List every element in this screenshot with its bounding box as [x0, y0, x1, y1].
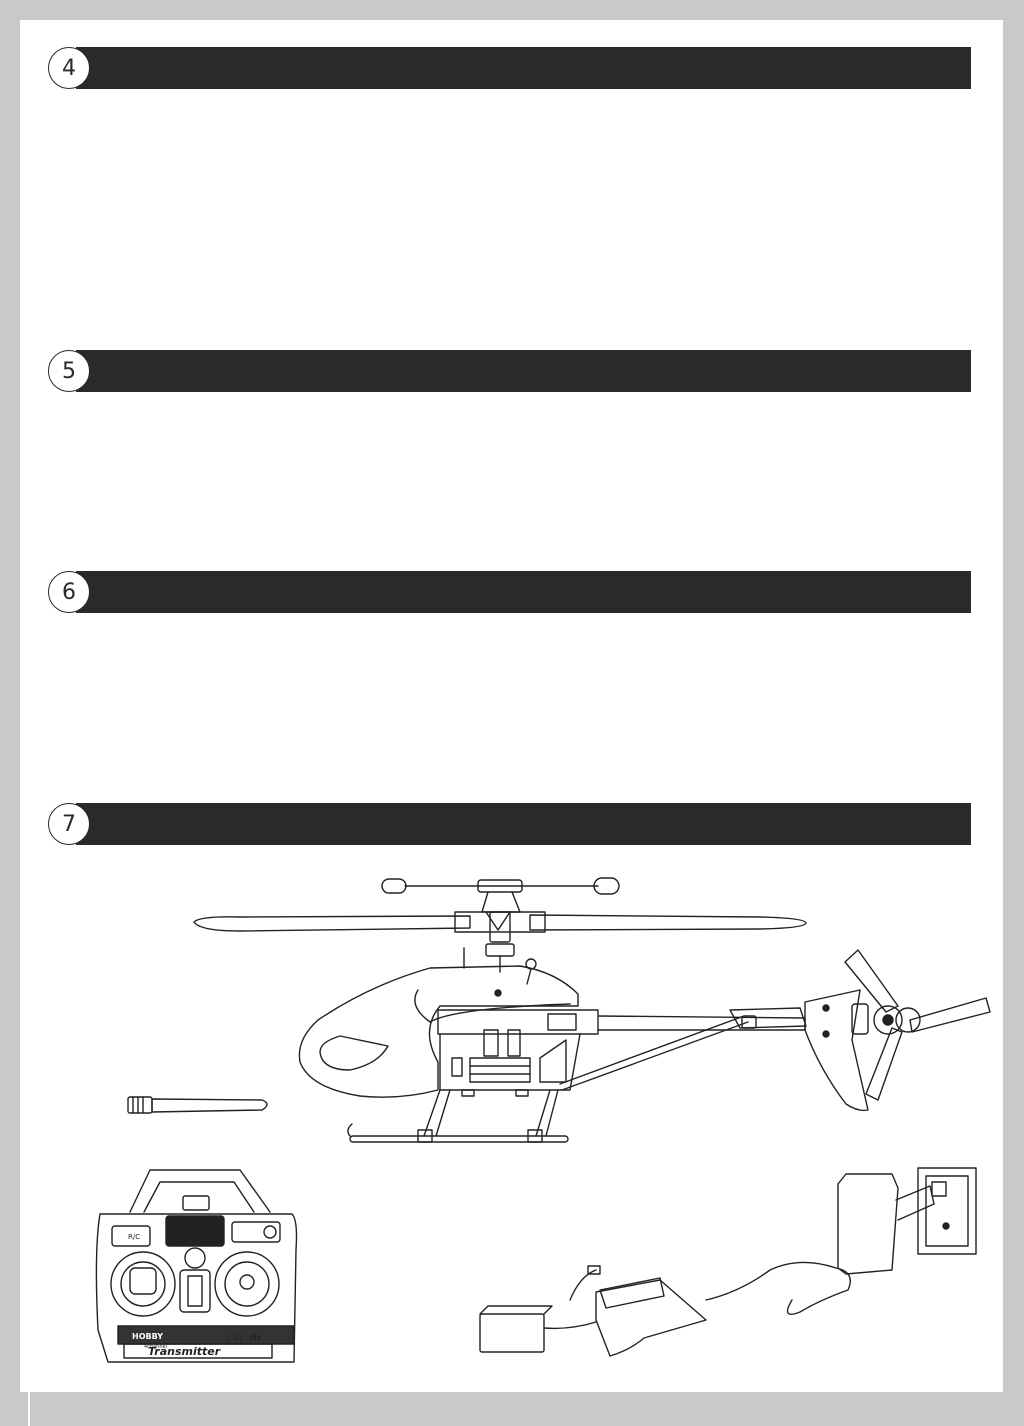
antenna-illustration: [127, 1096, 268, 1114]
transmitter-name-label: Transmitter: [148, 1345, 221, 1358]
section-number-6: 6: [48, 571, 90, 613]
page-footer-strip: [28, 1392, 1005, 1426]
transmitter-rc-label: R/C: [128, 1233, 140, 1241]
section-header-4: 4: [48, 47, 971, 89]
transmitter-illustration: [95, 1169, 298, 1363]
transmitter-brand-label: HOBBY: [132, 1332, 163, 1341]
section-header-6: 6: [48, 571, 971, 613]
helicopter-illustration: [193, 877, 991, 1143]
section-number-7: 7: [48, 803, 90, 845]
section-number-4: 4: [48, 47, 90, 89]
section-bar-7: [76, 803, 971, 845]
manual-page: [20, 20, 1003, 1392]
charger-illustration: [479, 1167, 977, 1357]
transmitter-band-label: 2.4G: [226, 1334, 243, 1342]
section-bar-5: [76, 350, 971, 392]
section-number-5: 5: [48, 350, 90, 392]
section-bar-4: [76, 47, 971, 89]
section-header-5: 5: [48, 350, 971, 392]
section-header-7: 7: [48, 803, 971, 845]
transmitter-band-unit: Hz: [250, 1333, 262, 1342]
section-bar-6: [76, 571, 971, 613]
transmitter-subtitle-label: 4channel: [144, 1344, 167, 1350]
